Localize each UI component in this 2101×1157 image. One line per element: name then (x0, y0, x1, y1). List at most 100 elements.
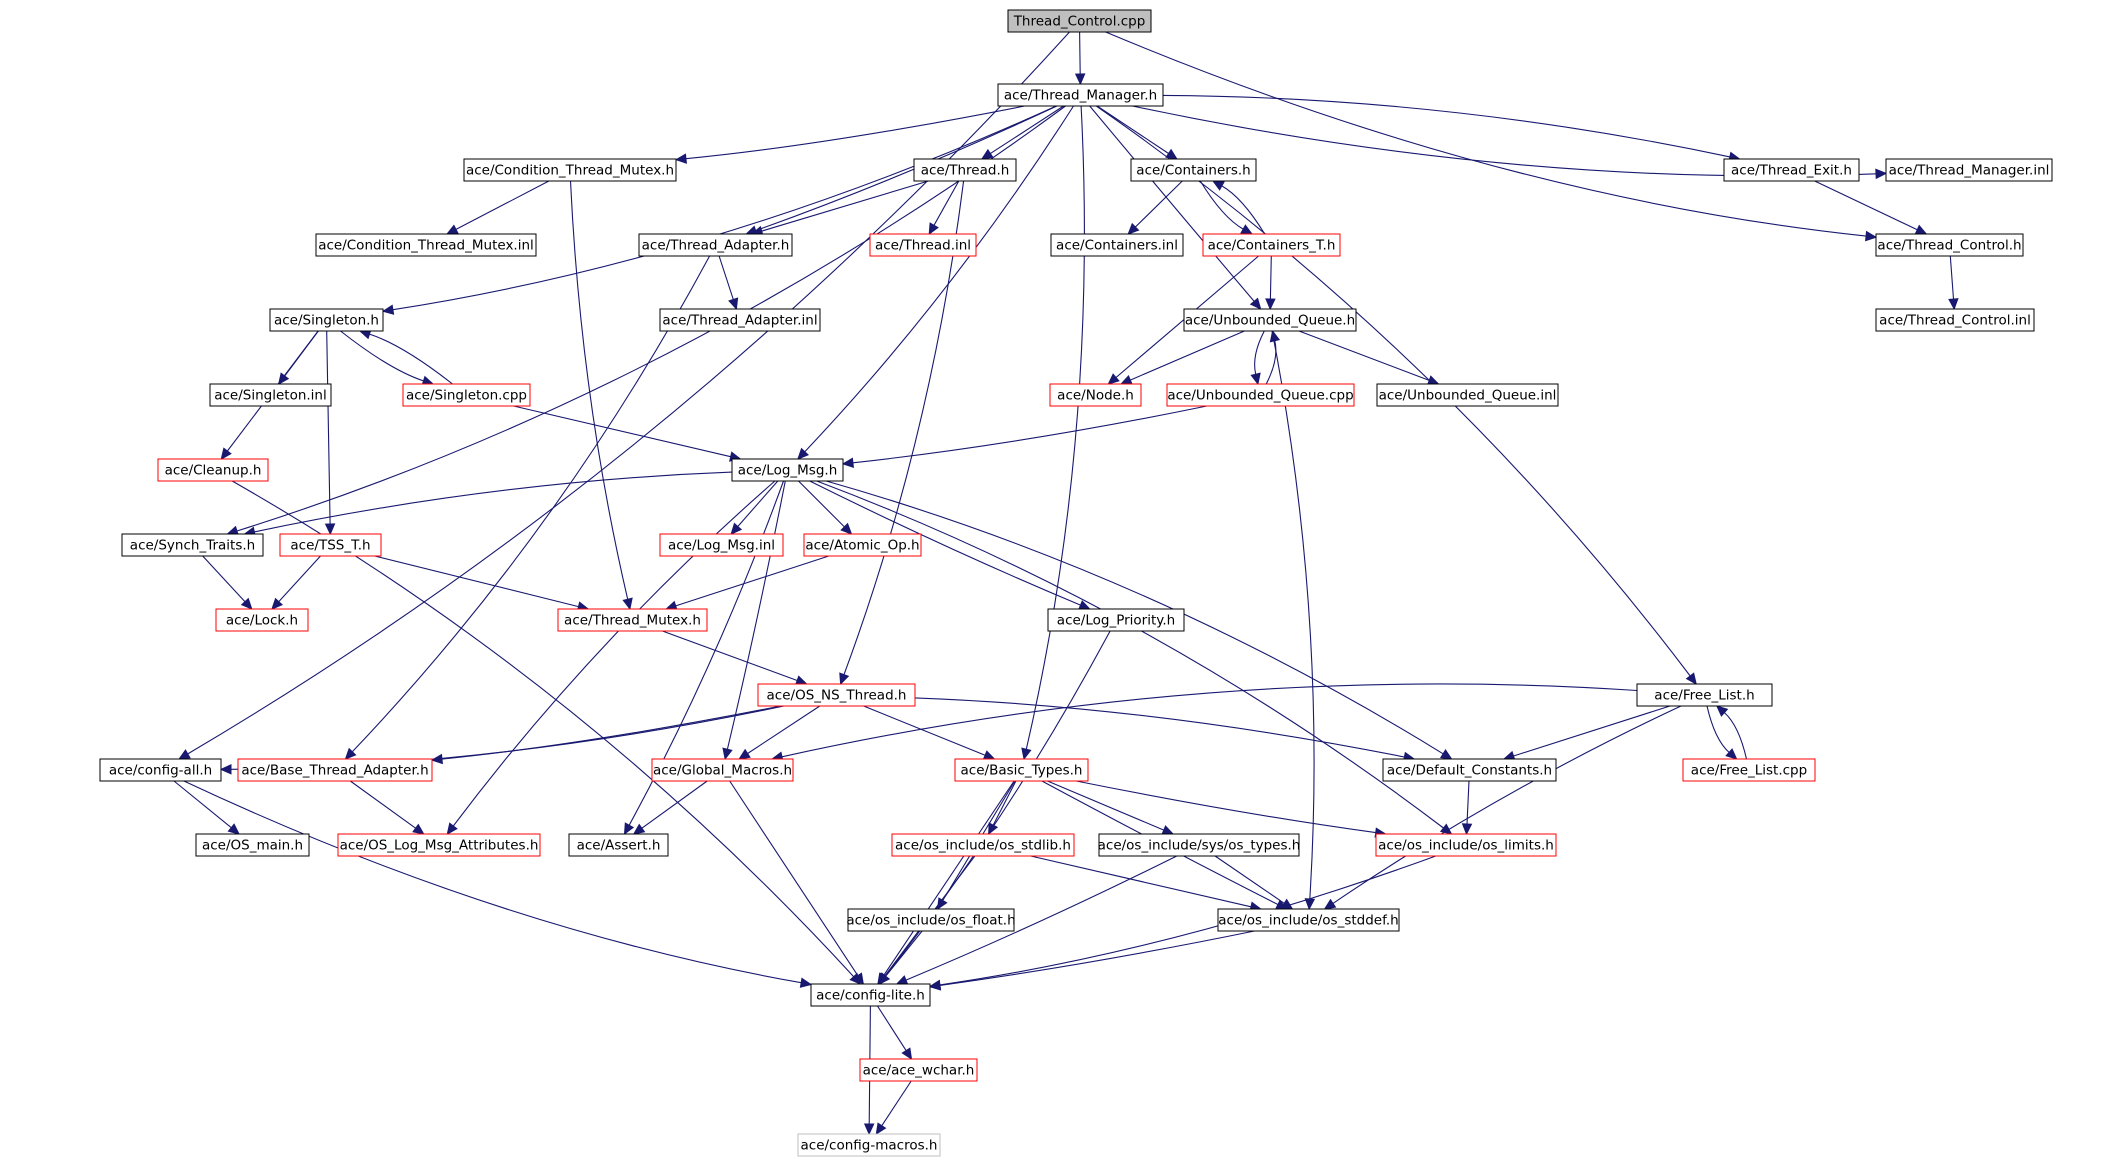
arrowhead-logmsg_h-to-gmac_h (722, 747, 733, 761)
edge-thr_h-to-thr_inl (933, 180, 960, 226)
arrowhead-tadapt_h-to-tadapt_inl (728, 297, 739, 311)
node-box (869, 233, 977, 257)
node-label: ace/Node.h (1057, 388, 1134, 404)
node-tm-inl[interactable]: ace/Thread_Manager.inl (1885, 158, 2053, 182)
edge-tss_h-to-lock_h (278, 555, 321, 602)
node-logmsg-inl[interactable]: ace/Log_Msg.inl (659, 533, 784, 557)
node-ubq-h[interactable]: ace/Unbounded_Queue.h (1183, 308, 1357, 332)
node-box (1202, 233, 1341, 257)
node-tadapt-h[interactable]: ace/Thread_Adapter.h (638, 233, 793, 257)
edge-cfgall_h-to-cfglite_h (183, 780, 802, 984)
node-thr-inl[interactable]: ace/Thread.inl (869, 233, 977, 257)
node-node-h[interactable]: ace/Node.h (1049, 383, 1142, 407)
edge-layer (173, 31, 1959, 1136)
node-logprio-h[interactable]: ace/Log_Priority.h (1047, 608, 1185, 632)
node-defc-h[interactable]: ace/Default_Constants.h (1382, 758, 1557, 782)
node-freelist-cpp[interactable]: ace/Free_List.cpp (1682, 758, 1816, 782)
node-limits-h[interactable]: ace/os_include/os_limits.h (1375, 833, 1557, 857)
edge-btypes_h-to-cfglite_h (883, 780, 1015, 977)
node-contT-h[interactable]: ace/Containers_T.h (1202, 233, 1341, 257)
node-osns-h[interactable]: ace/OS_NS_Thread.h (757, 683, 916, 707)
edge-logmsg_h-to-defc_h (826, 480, 1444, 755)
edge-osns_h-to-gmac_h (747, 705, 821, 754)
edge-cont_h-to-cont_inl (1135, 180, 1183, 228)
node-box (731, 458, 844, 482)
arrowhead-cfglite_h-to-wchar_h (901, 1047, 913, 1061)
node-label: ace/Default_Constants.h (1387, 763, 1552, 779)
edge-logmsg_h-to-oslma_h (452, 480, 776, 827)
arrowhead-tm_h-to-tm_inl (1875, 168, 1888, 180)
arrowhead-cfglite_h-to-cfgmac_h (863, 1123, 875, 1136)
node-bta-h[interactable]: ace/Base_Thread_Adapter.h (237, 758, 433, 782)
node-label: ace/Singleton.h (274, 313, 379, 329)
node-label: ace/config-lite.h (816, 988, 925, 1004)
node-synch-h[interactable]: ace/Synch_Traits.h (121, 533, 264, 557)
node-btypes-h[interactable]: ace/Basic_Types.h (954, 758, 1089, 782)
node-single-h[interactable]: ace/Singleton.h (269, 308, 384, 332)
node-tctrl-inl[interactable]: ace/Thread_Control.inl (1875, 308, 2035, 332)
node-wchar-h[interactable]: ace/ace_wchar.h (859, 1058, 978, 1082)
node-ctm-inl[interactable]: ace/Condition_Thread_Mutex.inl (315, 233, 537, 257)
node-box (797, 1133, 941, 1157)
node-gmac-h[interactable]: ace/Global_Macros.h (651, 758, 794, 782)
edge-single_cpp-to-single_h (369, 333, 453, 385)
node-box (1183, 308, 1357, 332)
arrowhead-single_h-to-cleanup_h (220, 447, 232, 460)
node-label: ace/Thread_Adapter.inl (662, 313, 817, 329)
edge-cfgall_h-to-osmain_h (173, 780, 232, 829)
node-label: ace/Log_Msg.h (738, 463, 838, 479)
node-oslma-h[interactable]: ace/OS_Log_Msg_Attributes.h (337, 833, 541, 857)
edge-tmutex_h-to-osns_h (662, 630, 798, 682)
node-label: ace/ace_wchar.h (863, 1063, 975, 1079)
node-tc-cpp[interactable]: Thread_Control.cpp (1007, 9, 1152, 33)
node-label: ace/Thread.h (921, 163, 1010, 179)
node-cfgall-h[interactable]: ace/config-all.h (99, 758, 222, 782)
node-thr-h[interactable]: ace/Thread.h (913, 158, 1017, 182)
node-ctm-h[interactable]: ace/Condition_Thread_Mutex.h (463, 158, 677, 182)
arrowhead-ctm_h-to-tmutex_h (622, 597, 633, 611)
node-cfglite-h[interactable]: ace/config-lite.h (810, 983, 931, 1007)
node-stddef-h[interactable]: ace/os_include/os_stddef.h (1217, 908, 1400, 932)
node-stdlib-h[interactable]: ace/os_include/os_stdlib.h (891, 833, 1075, 857)
node-freelist-h[interactable]: ace/Free_List.h (1636, 683, 1773, 707)
node-cont-h[interactable]: ace/Containers.h (1130, 158, 1257, 182)
edge-tm_h-to-btypes_h (1025, 105, 1085, 750)
node-tm-h[interactable]: ace/Thread_Manager.h (997, 83, 1164, 107)
edge-systypes_h-to-cfglite_h (905, 855, 1178, 981)
node-single-cpp[interactable]: ace/Singleton.cpp (402, 383, 531, 407)
node-atomic-h[interactable]: ace/Atomic_Op.h (803, 533, 922, 557)
arrowhead-tm_h-to-single_h (381, 304, 395, 315)
node-osmain-h[interactable]: ace/OS_main.h (195, 833, 310, 857)
node-tctrl-h[interactable]: ace/Thread_Control.h (1875, 233, 2024, 257)
node-cleanup-h[interactable]: ace/Cleanup.h (157, 458, 269, 482)
arrowhead-stddef_h-to-cfglite_h (928, 980, 942, 991)
edge-single_h-to-tss_h (326, 330, 331, 525)
edge-tctrl_h-to-tctrl_inl (1949, 255, 1955, 300)
node-box (803, 533, 922, 557)
node-box (810, 983, 931, 1007)
node-label: ace/os_include/os_stddef.h (1218, 913, 1398, 929)
edge-tm_h-to-cont_h (1096, 105, 1169, 154)
node-lock-h[interactable]: ace/Lock.h (215, 608, 309, 632)
node-single-inl[interactable]: ace/Singleton.inl (209, 383, 332, 407)
node-tss-h[interactable]: ace/TSS_T.h (279, 533, 382, 557)
node-float-h[interactable]: ace/os_include/os_float.h (846, 908, 1016, 932)
arrowhead-btypes_h-to-float_h (936, 897, 948, 911)
edge-tm_h-to-single_h (392, 105, 1057, 311)
node-box (337, 833, 541, 857)
node-cont-inl[interactable]: ace/Containers.inl (1050, 233, 1184, 257)
node-logmsg-h[interactable]: ace/Log_Msg.h (731, 458, 844, 482)
arrowhead-ubq_cpp-to-logmsg_h (841, 457, 854, 469)
node-tmutex-h[interactable]: ace/Thread_Mutex.h (557, 608, 708, 632)
node-label: ace/Condition_Thread_Mutex.inl (318, 238, 534, 254)
node-tadapt-inl[interactable]: ace/Thread_Adapter.inl (659, 308, 821, 332)
node-systypes-h[interactable]: ace/os_include/sys/os_types.h (1098, 833, 1301, 857)
arrowhead-tm_h-to-cont_h (1165, 148, 1178, 160)
edge-cfglite_h-to-wchar_h (877, 1005, 907, 1051)
node-ubq-inl[interactable]: ace/Unbounded_Queue.inl (1376, 383, 1559, 407)
node-ubq-cpp[interactable]: ace/Unbounded_Queue.cpp (1166, 383, 1355, 407)
arrowhead-ubq_h-to-ubq_cpp (1250, 372, 1261, 386)
node-texit-h[interactable]: ace/Thread_Exit.h (1723, 158, 1860, 182)
node-label: ace/Lock.h (226, 613, 298, 629)
node-assert-h[interactable]: ace/Assert.h (568, 833, 669, 857)
